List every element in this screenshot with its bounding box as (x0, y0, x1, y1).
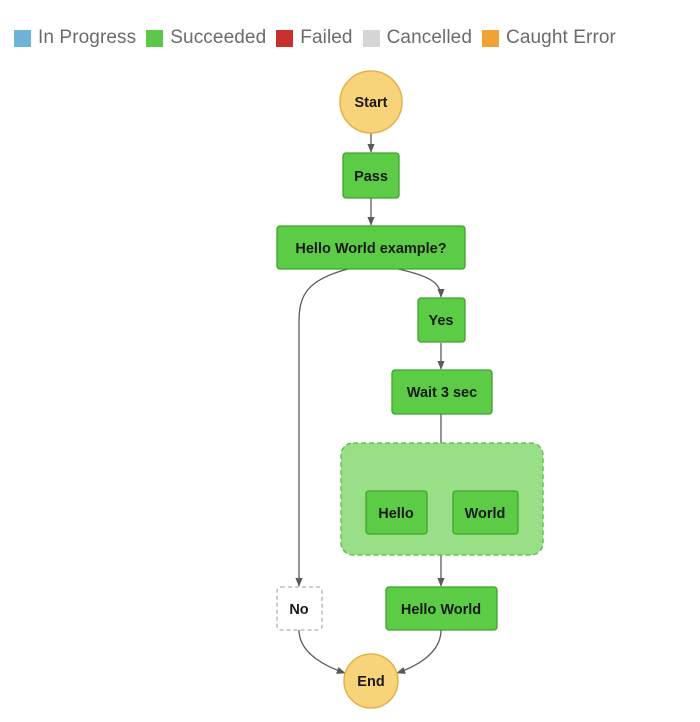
node-world-shape (452, 490, 519, 535)
node-start[interactable]: Start (339, 70, 403, 134)
node-no-label: No (289, 602, 308, 618)
node-hello-shape (365, 490, 428, 535)
node-choice[interactable]: Hello World example? (276, 225, 466, 270)
node-wait-shape (391, 369, 493, 415)
legend-label-failed: Failed (300, 27, 353, 48)
node-wait[interactable]: Wait 3 sec (391, 369, 493, 415)
legend-swatch-cancelled (362, 29, 380, 47)
status-legend: In Progress Succeeded Failed Cancelled C… (14, 26, 626, 50)
edge-no-to-end (298, 629, 346, 674)
node-end-label: End (357, 674, 384, 690)
edge-choice-to-no (295, 268, 349, 587)
node-yes-label: Yes (429, 313, 454, 329)
legend-swatch-failed (276, 29, 294, 47)
legend-label-in-progress: In Progress (38, 27, 137, 48)
node-pass[interactable]: Pass (342, 152, 400, 199)
edge-choice-to-yes (397, 268, 445, 298)
node-hello-world-label: Hello World (401, 602, 481, 618)
node-end-shape (343, 653, 399, 709)
node-wait-label: Wait 3 sec (407, 385, 477, 401)
legend-swatch-in-progress (14, 29, 31, 47)
legend-label-succeeded: Succeeded (170, 27, 267, 48)
legend-item-failed: Failed (276, 27, 353, 49)
node-start-label: Start (354, 95, 387, 111)
node-hello[interactable]: Hello (365, 490, 428, 535)
node-world-label: World (465, 506, 506, 522)
legend-swatch-succeeded (146, 29, 164, 47)
node-choice-shape (276, 225, 466, 270)
node-pass-shape (342, 152, 400, 199)
legend-item-succeeded: Succeeded (146, 27, 266, 49)
legend-swatch-caught-error (482, 29, 500, 47)
edge-hello-world-to-end (396, 629, 442, 674)
node-start-shape (339, 70, 403, 134)
legend-item-in-progress: In Progress (14, 27, 136, 49)
node-yes[interactable]: Yes (417, 297, 466, 343)
legend-item-caught-error: Caught Error (482, 27, 616, 49)
node-yes-shape (417, 297, 466, 343)
node-hello-world[interactable]: Hello World (385, 586, 498, 631)
node-choice-label: Hello World example? (295, 241, 446, 257)
node-no[interactable]: No (276, 586, 323, 631)
node-end[interactable]: End (343, 653, 399, 709)
node-no-shape (276, 586, 323, 631)
node-pass-label: Pass (354, 169, 388, 185)
node-hello-label: Hello (378, 506, 414, 522)
node-hello-world-shape (385, 586, 498, 631)
node-world[interactable]: World (452, 490, 519, 535)
legend-label-caught-error: Caught Error (506, 27, 616, 48)
legend-label-cancelled: Cancelled (386, 27, 473, 48)
legend-item-cancelled: Cancelled (362, 27, 473, 49)
